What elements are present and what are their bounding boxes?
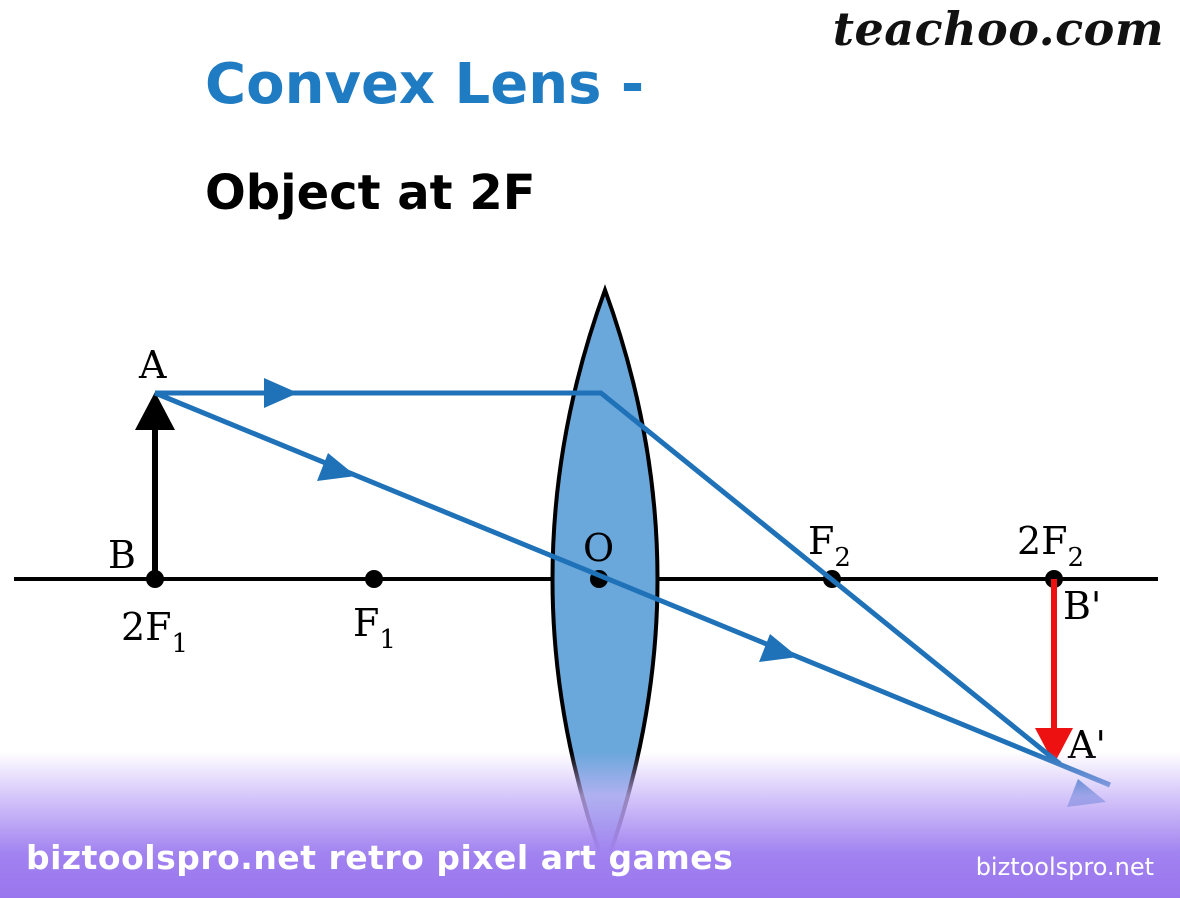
label-f2: F2 (808, 519, 851, 573)
label-o: O (583, 526, 614, 570)
label-a: A (138, 343, 167, 387)
label-2f2: 2F2 (1017, 519, 1084, 573)
label-b-prime: B' (1063, 584, 1101, 628)
ray-parallel-arrowhead (264, 378, 298, 408)
footer-promo-text: biztoolspro.net retro pixel art games (26, 838, 734, 877)
label-2f1-sub: 1 (172, 629, 189, 659)
label-f1-main: F (353, 601, 379, 645)
page-title: Convex Lens - (205, 52, 645, 117)
point-f1 (365, 570, 383, 588)
footer-site-link[interactable]: biztoolspro.net (975, 853, 1154, 881)
ray-parallel (155, 390, 1062, 766)
page-subtitle: Object at 2F (205, 165, 536, 221)
object-arrow-head (135, 392, 175, 430)
footer-banner (0, 752, 1180, 898)
label-2f1-main: 2F (121, 605, 172, 649)
label-f1-sub: 1 (379, 625, 396, 655)
label-f1: F1 (353, 601, 396, 655)
ray-through-centre (154, 390, 1111, 788)
brand-logo: teachoo.com (832, 2, 1164, 56)
image-arrow-head (1035, 728, 1073, 764)
label-2f2-sub: 2 (1068, 543, 1085, 573)
ray-centre-arrowhead-2 (759, 634, 798, 662)
ray-centre-arrowhead-1 (317, 453, 356, 481)
label-b: B (108, 533, 136, 577)
label-f2-sub: 2 (834, 543, 851, 573)
label-f2-main: F (808, 519, 834, 563)
label-2f2-main: 2F (1017, 519, 1068, 563)
label-2f1: 2F1 (121, 605, 188, 659)
